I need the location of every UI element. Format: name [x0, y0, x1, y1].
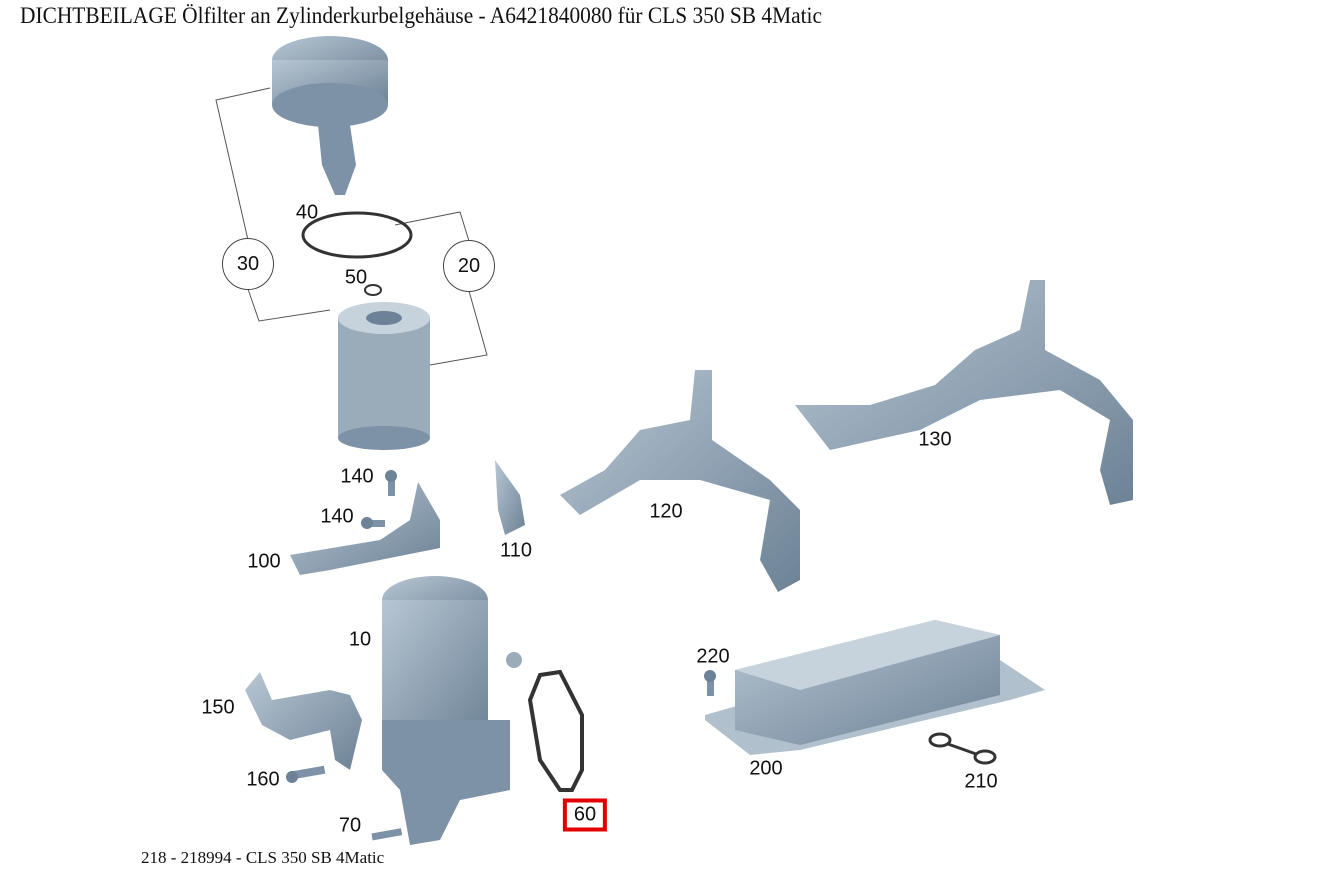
page-title: DICHTBEILAGE Ölfilter an Zylinderkurbelg… [20, 3, 822, 28]
callout-210[interactable]: 210 [964, 770, 998, 793]
callout-150[interactable]: 150 [201, 696, 235, 719]
callout-160[interactable]: 160 [246, 768, 280, 791]
seal-210 [928, 732, 997, 765]
filter-cap-part [272, 36, 388, 195]
oil-filter-housing-part [382, 576, 522, 845]
bracket-120 [560, 370, 800, 592]
callout-140-second[interactable]: 140 [320, 505, 354, 528]
bracket-110 [495, 460, 525, 535]
bracket-130 [795, 280, 1133, 505]
callout-100[interactable]: 100 [247, 550, 281, 573]
bolt-220 [704, 670, 716, 696]
bolt-160 [286, 765, 326, 783]
callout-20[interactable]: 20 [443, 240, 495, 292]
callout-70[interactable]: 70 [338, 814, 362, 837]
gasket-60 [527, 669, 584, 792]
callout-50[interactable]: 50 [344, 266, 368, 289]
callout-140[interactable]: 140 [340, 465, 374, 488]
callout-220[interactable]: 220 [696, 645, 730, 668]
callout-110[interactable]: 110 [500, 539, 532, 562]
callout-30[interactable]: 30 [222, 238, 274, 290]
callout-60-highlighted[interactable]: 60 [562, 798, 608, 832]
callout-40[interactable]: 40 [295, 201, 319, 224]
bolt-140b [361, 517, 385, 529]
filter-element-part [338, 302, 430, 450]
bolt-140a [385, 470, 397, 496]
callout-10[interactable]: 10 [348, 628, 372, 651]
callout-130[interactable]: 130 [918, 428, 952, 451]
bracket-100 [290, 482, 440, 575]
oil-cooler-part [705, 620, 1045, 755]
bolt-70 [371, 828, 403, 841]
footer-vehicle-info: 218 - 218994 - CLS 350 SB 4Matic [141, 848, 385, 867]
bracket-150 [245, 672, 362, 770]
o-ring-50 [364, 284, 382, 296]
o-ring-40 [301, 211, 413, 259]
group-bracket-lines [215, 87, 488, 366]
callout-200[interactable]: 200 [749, 757, 783, 780]
callout-120[interactable]: 120 [649, 500, 683, 523]
